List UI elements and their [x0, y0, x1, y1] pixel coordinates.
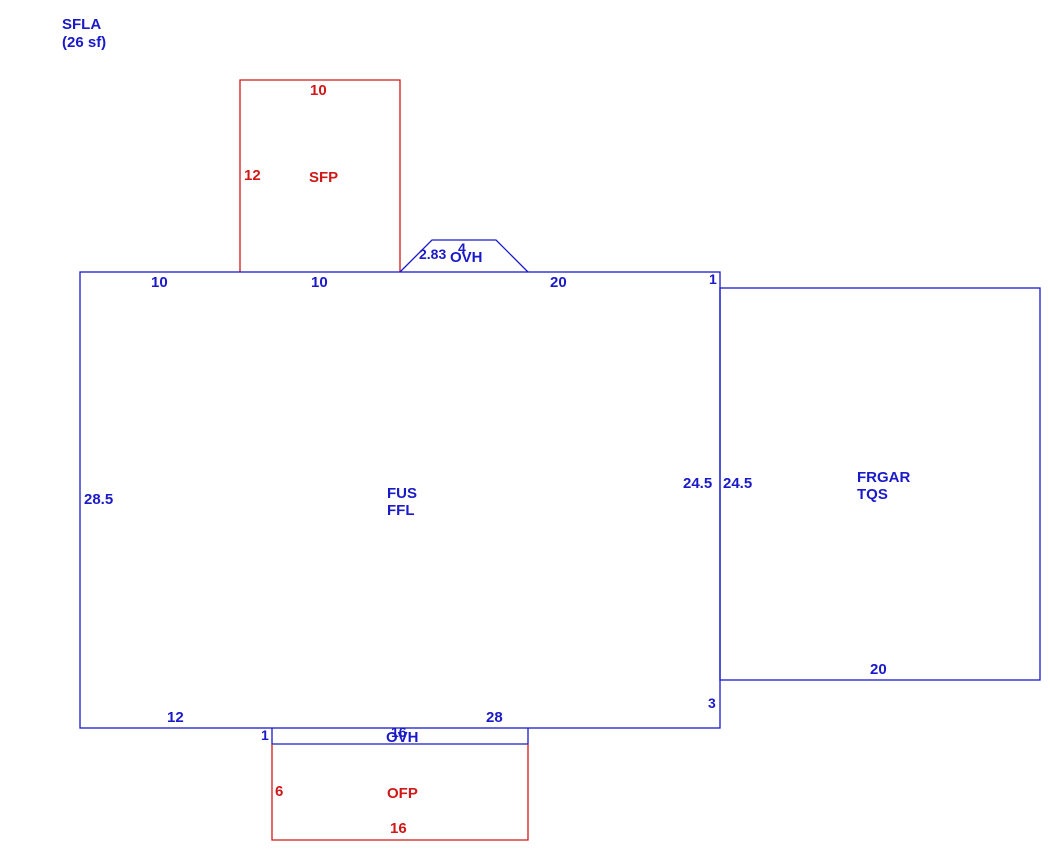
- main-right-lower-dim: 3: [708, 695, 716, 711]
- main-area-code-2: FFL: [387, 502, 415, 519]
- bottom-porch-outline: [271, 744, 529, 841]
- garage-left-dim: 24.5: [723, 475, 752, 492]
- garage-bottom-dim: 20: [870, 661, 887, 678]
- top-overhang-diag-dim: 2.83: [419, 246, 446, 262]
- top-porch-outline: [239, 79, 401, 272]
- top-overhang-top-dim: 4: [458, 240, 466, 256]
- bottom-overhang-code: OVH: [386, 729, 419, 746]
- main-area-code-1: FUS: [387, 485, 417, 502]
- garage-code-1: FRGAR: [857, 469, 910, 486]
- bottom-overhang-outline: [271, 728, 529, 745]
- bottom-porch-code: OFP: [387, 785, 418, 802]
- main-top-right-dim: 20: [550, 274, 567, 291]
- main-left-dim: 28.5: [84, 491, 113, 508]
- garage-code-2: TQS: [857, 486, 888, 503]
- bottom-porch-left-dim: 6: [275, 783, 283, 800]
- top-overhang-code: OVH: [450, 249, 483, 266]
- bottom-overhang-top-dim: 16: [391, 724, 407, 740]
- main-top-mid-dim: 10: [311, 274, 328, 291]
- main-bottom-left-dim: 12: [167, 709, 184, 726]
- main-bottom-right-dim: 28: [486, 709, 503, 726]
- main-right-dim: 24.5: [683, 475, 712, 492]
- top-porch-code: SFP: [309, 169, 338, 186]
- top-porch-top-dim: 10: [310, 82, 327, 99]
- main-top-left-dim: 10: [151, 274, 168, 291]
- bottom-porch-bottom-dim: 16: [390, 820, 407, 837]
- top-overhang-outline: [399, 239, 529, 273]
- garage-outline: [719, 287, 1041, 681]
- top-porch-left-dim: 12: [244, 167, 261, 184]
- sfla-title: SFLA: [62, 16, 101, 33]
- bottom-overhang-left-dim: 1: [261, 727, 269, 743]
- sfla-area: (26 sf): [62, 34, 106, 51]
- main-right-offset-dim: 1: [709, 271, 717, 287]
